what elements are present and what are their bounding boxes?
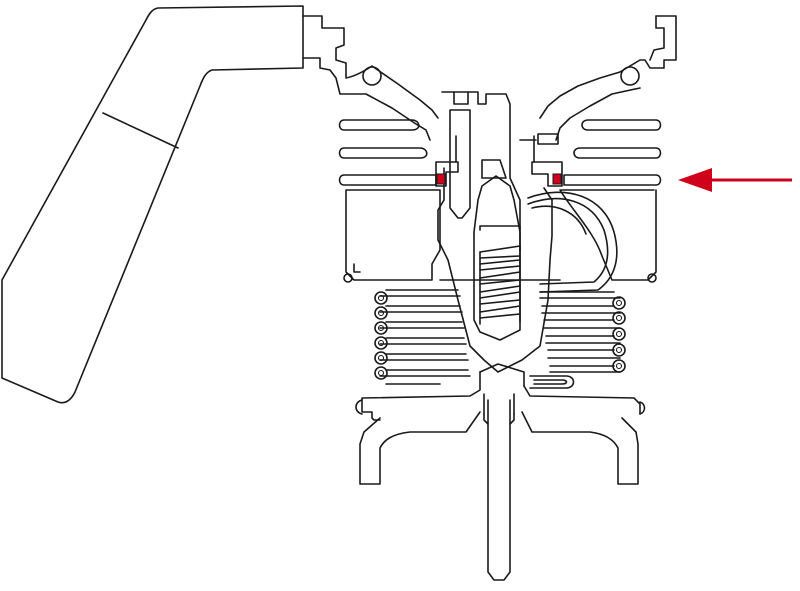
bypass-tube bbox=[527, 191, 618, 293]
o-ring-left-icon bbox=[436, 173, 446, 185]
handle-lever bbox=[1, 5, 304, 404]
top-collar bbox=[302, 15, 677, 141]
coil-tubes-right bbox=[529, 291, 626, 389]
lower-outlet bbox=[355, 363, 646, 581]
central-stem bbox=[437, 91, 553, 373]
o-ring-right-icon bbox=[552, 173, 562, 185]
coil-tubes-left bbox=[374, 289, 471, 385]
o-ring-seals bbox=[435, 133, 563, 187]
valve-body bbox=[343, 189, 657, 283]
cooling-fins bbox=[338, 119, 662, 186]
pointer-arrow-icon bbox=[678, 168, 792, 192]
spring bbox=[479, 245, 521, 325]
